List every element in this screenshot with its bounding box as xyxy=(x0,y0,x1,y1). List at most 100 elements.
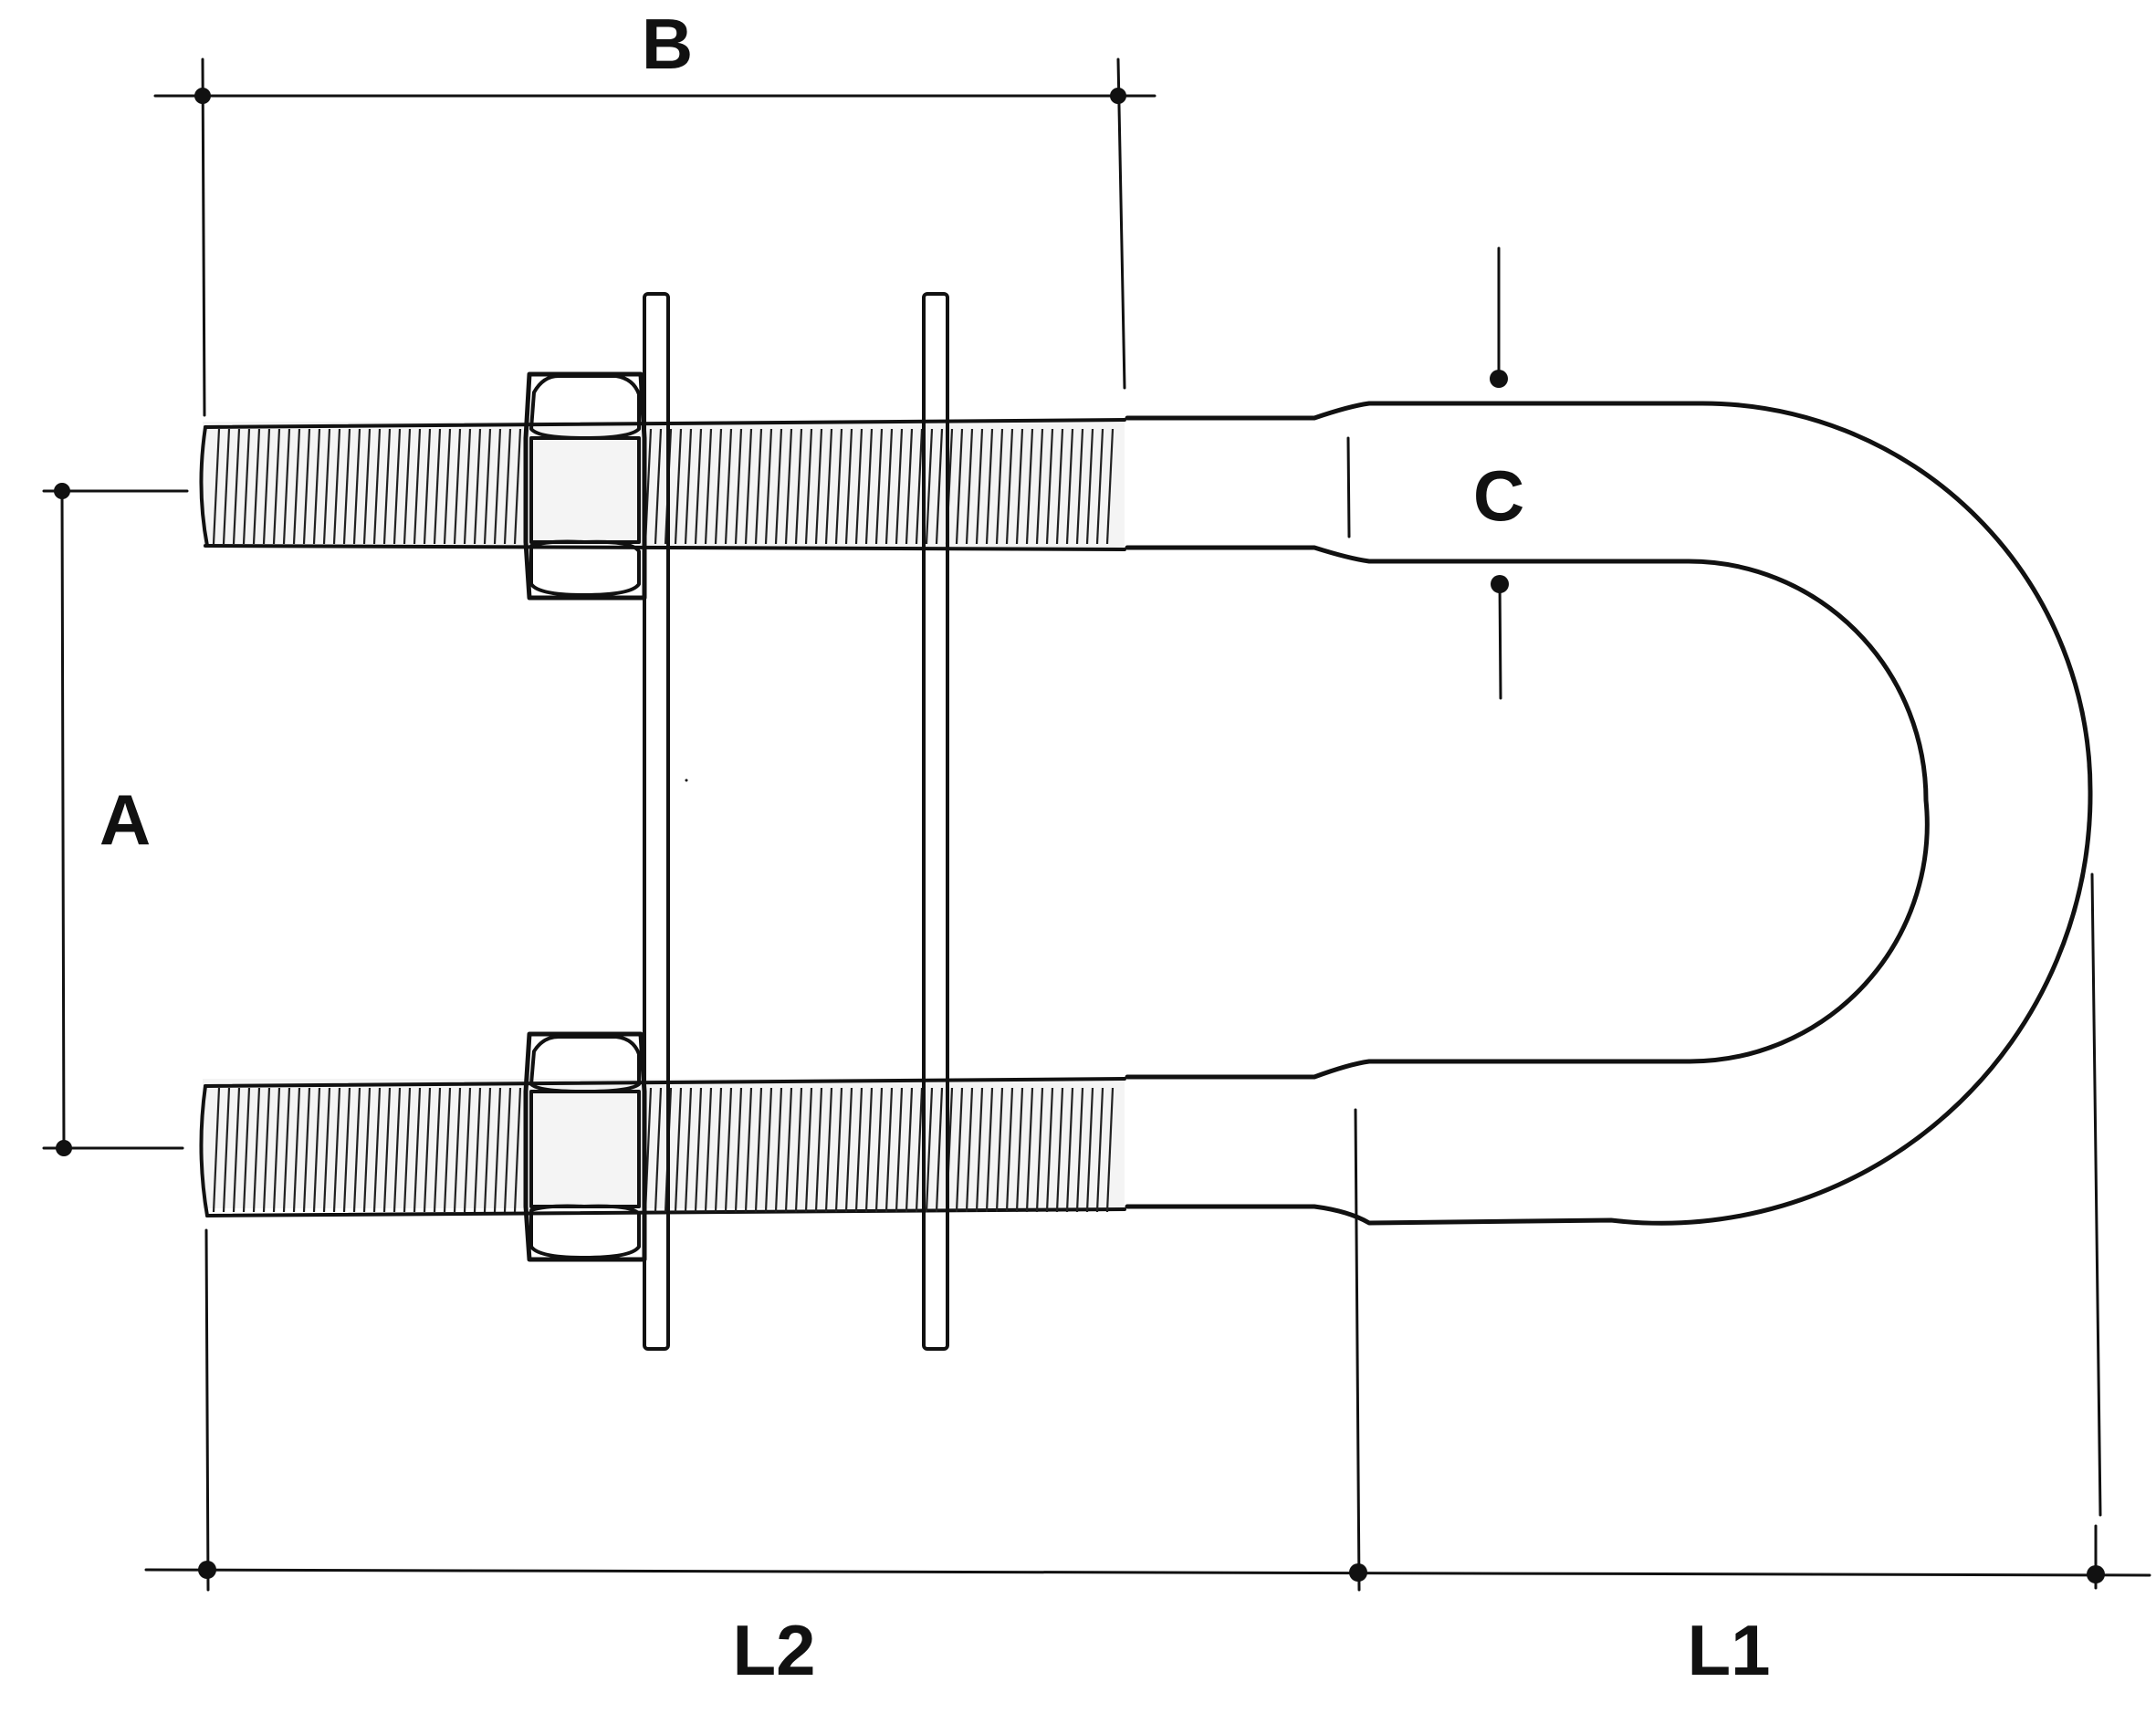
thread-line xyxy=(352,428,361,545)
thread-line xyxy=(915,1087,924,1213)
thread-line xyxy=(935,1087,944,1213)
thread-line xyxy=(242,1087,251,1213)
thread-line xyxy=(824,1087,833,1213)
thread-line xyxy=(884,428,894,545)
thread-line xyxy=(473,428,482,545)
thread-line xyxy=(975,428,984,545)
thread-line xyxy=(372,1087,382,1213)
thread-line xyxy=(704,1087,713,1213)
thread-line xyxy=(684,1087,693,1213)
u-bolt-body xyxy=(1125,401,2093,1226)
thread-line xyxy=(854,428,863,545)
thread-line xyxy=(834,1087,843,1213)
thread-line xyxy=(925,1087,934,1213)
thread-line xyxy=(1055,428,1064,545)
thread-line xyxy=(985,428,994,545)
thread-line xyxy=(1045,428,1054,545)
thread-line xyxy=(352,1087,361,1213)
thread-line xyxy=(804,428,813,545)
thread-line xyxy=(342,1087,351,1213)
thread-line xyxy=(955,1087,964,1213)
thread-line xyxy=(292,1087,301,1213)
thread-line xyxy=(362,1087,372,1213)
thread-line xyxy=(654,428,663,545)
thread-line xyxy=(413,1087,422,1213)
thread-line xyxy=(232,428,241,545)
thread-line xyxy=(212,428,221,545)
thread-line xyxy=(503,428,512,545)
thread-line xyxy=(1095,428,1104,545)
backing-plate-right xyxy=(922,292,949,1351)
dimension-l2-l1 xyxy=(144,872,2151,1592)
thread-line xyxy=(794,1087,803,1213)
thread-line xyxy=(232,1087,241,1213)
thread-line xyxy=(1105,1087,1115,1213)
thread-line xyxy=(483,428,492,545)
upper-thread xyxy=(199,418,1126,551)
thread-line xyxy=(463,1087,472,1213)
thread-line xyxy=(1065,428,1074,545)
thread-line xyxy=(392,1087,402,1213)
thread-line xyxy=(784,1087,793,1213)
thread-line xyxy=(382,428,392,545)
thread-line xyxy=(874,1087,884,1213)
thread-line xyxy=(1045,1087,1054,1213)
thread-line xyxy=(332,428,341,545)
thread-line xyxy=(503,1087,512,1213)
lower-thread xyxy=(199,1077,1126,1217)
thread-line xyxy=(794,428,803,545)
thread-line xyxy=(312,1087,321,1213)
thread-line xyxy=(874,428,884,545)
thread-line xyxy=(884,1087,894,1213)
dimension-a-label: A xyxy=(99,779,151,860)
thread-line xyxy=(734,428,743,545)
thread-line xyxy=(1025,428,1034,545)
thread-line xyxy=(433,428,442,545)
thread-line xyxy=(242,428,251,545)
thread-line xyxy=(1085,428,1094,545)
dimension-l1-label: L1 xyxy=(1687,1610,1770,1690)
thread-line xyxy=(1055,1087,1064,1213)
dimension-c-label: C xyxy=(1473,455,1524,536)
thread-line xyxy=(1075,428,1084,545)
thread-line xyxy=(483,1087,492,1213)
dimension-b-label: B xyxy=(642,4,693,84)
thread-line xyxy=(814,428,823,545)
thread-line xyxy=(844,1087,853,1213)
thread-line xyxy=(222,1087,231,1213)
thread-line xyxy=(1085,1087,1094,1213)
thread-line xyxy=(965,1087,974,1213)
thread-line xyxy=(995,1087,1004,1213)
thread-line xyxy=(292,428,301,545)
thread-line xyxy=(392,428,402,545)
thread-line xyxy=(864,428,874,545)
thread-line xyxy=(985,1087,994,1213)
thread-line xyxy=(382,1087,392,1213)
thread-line xyxy=(513,1087,522,1213)
thread-line xyxy=(654,1087,663,1213)
thread-line xyxy=(282,1087,291,1213)
dimension-c xyxy=(1346,246,1509,700)
thread-line xyxy=(1105,428,1115,545)
thread-line xyxy=(915,428,924,545)
thread-line xyxy=(694,428,703,545)
thread-line xyxy=(744,428,753,545)
thread-line xyxy=(734,1087,743,1213)
thread-line xyxy=(322,428,331,545)
thread-line xyxy=(423,428,432,545)
thread-line xyxy=(965,428,974,545)
thread-line xyxy=(1005,428,1014,545)
thread-line xyxy=(322,1087,331,1213)
thread-line xyxy=(1025,1087,1034,1213)
stray-mark xyxy=(685,778,688,782)
dimension-b xyxy=(153,57,1156,417)
thread-line xyxy=(453,428,462,545)
thread-line xyxy=(463,428,472,545)
thread-line xyxy=(674,1087,683,1213)
thread-line xyxy=(252,428,261,545)
thread-line xyxy=(724,428,733,545)
thread-line xyxy=(212,1087,221,1213)
thread-line xyxy=(1015,1087,1024,1213)
thread-line xyxy=(1005,1087,1014,1213)
thread-line xyxy=(724,1087,733,1213)
